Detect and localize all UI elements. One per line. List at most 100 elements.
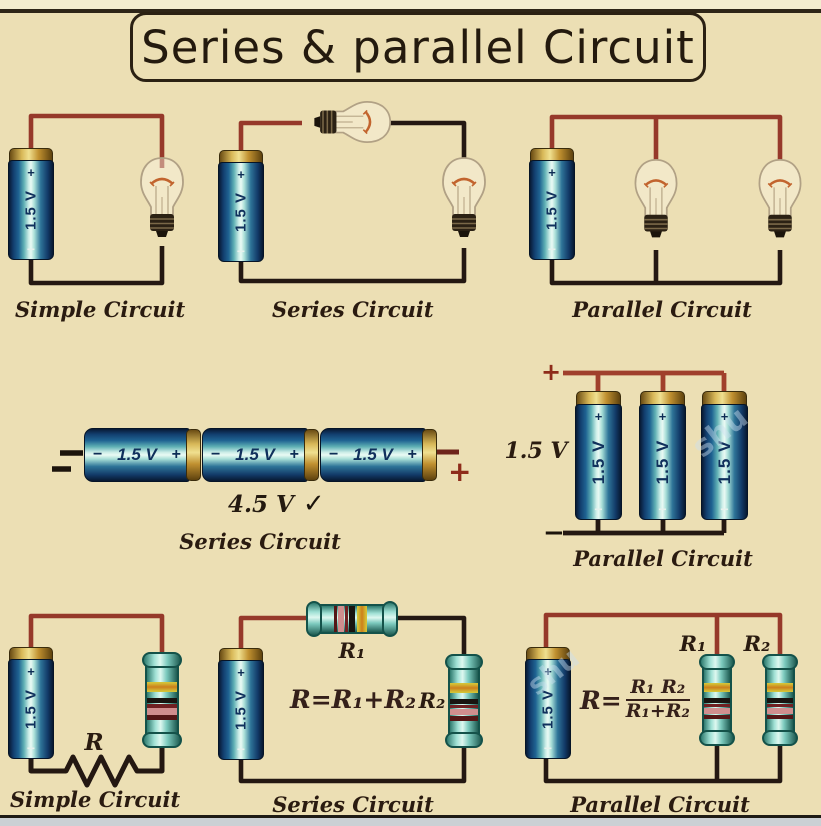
resistor-band [704, 714, 730, 720]
battery-voltage-label: 1.5 V [235, 445, 275, 464]
top-strip [0, 0, 821, 9]
battery: + 1.5 V − [218, 150, 264, 262]
resistor-band [704, 703, 730, 708]
series-resistance-formula: R=R₁+R₂ [289, 685, 417, 714]
battery-plus-label: + [171, 446, 181, 463]
resistor-band [338, 606, 345, 632]
resistor-band [450, 705, 478, 709]
battery: + 1.5 V − [8, 647, 54, 759]
result-voltage: 4.5 V ✓ [228, 489, 325, 519]
battery-minus-label: − [211, 446, 221, 463]
resistor-band [344, 606, 349, 632]
resistor-band [147, 704, 177, 708]
check-mark-icon: ✓ [302, 489, 325, 519]
battery-body: + 1.5 V − [218, 660, 264, 760]
r1-label: R₁ [679, 631, 707, 656]
battery-minus-label: − [543, 740, 553, 756]
resistor [142, 652, 182, 748]
resistor-band [147, 697, 177, 704]
cell-label-parallel-bulb: Parallel Circuit [572, 297, 752, 322]
resistor-cap [142, 732, 182, 748]
battery-body: − 1.5 V + [84, 428, 190, 482]
resistor-band [767, 698, 793, 704]
formula-denominator: R₁+R₂ [625, 700, 690, 723]
resistor-band [767, 682, 793, 693]
resistor [445, 654, 483, 748]
battery: + 1.5 V − [529, 148, 575, 260]
battery-minus-label: − [547, 241, 557, 257]
resistor-cap [142, 652, 182, 668]
resistor-band [450, 709, 478, 716]
battery-body: + 1.5 V − [525, 659, 571, 759]
cell-label-simple-resistor: Simple Circuit [10, 787, 181, 812]
resistor-band [450, 683, 478, 693]
battery-minus-label: − [236, 243, 246, 259]
battery-body: + 1.5 V − [701, 404, 748, 520]
battery-voltage-label: 1.5 V [22, 688, 40, 730]
resistor-cap [382, 601, 398, 637]
battery-plus-label: + [27, 664, 35, 679]
battery-minus-label: − [93, 446, 103, 463]
resistor-body [145, 663, 179, 737]
battery: − 1.5 V + [320, 428, 437, 482]
resistor-band [767, 707, 793, 714]
resistor-band [333, 606, 338, 632]
battery-plus-label: + [594, 409, 603, 424]
battery-minus-label: − [26, 740, 36, 756]
battery-body: + 1.5 V − [529, 160, 575, 260]
resistor-band [349, 606, 355, 632]
resistor-band [147, 715, 177, 721]
resistor-cap [762, 654, 798, 670]
fraction-bar [625, 698, 690, 702]
battery-body: + 1.5 V − [8, 659, 54, 759]
resistor-body [448, 665, 480, 737]
light-bulb [299, 90, 395, 154]
battery: + 1.5 V − [575, 391, 622, 520]
battery-cap [186, 429, 201, 481]
bottom-strip [0, 818, 821, 826]
battery-voltage-label: 1.5 V [22, 189, 40, 231]
cell-label-series-bulb: Series Circuit [272, 297, 434, 322]
battery-voltage-label: 1.5 V [232, 191, 250, 233]
resistor-band [767, 714, 793, 720]
resistor-band [704, 698, 730, 704]
battery-voltage-label: 1.5 V [117, 445, 157, 464]
cell-label-parallel-battery: Parallel Circuit [573, 546, 753, 571]
battery-body: + 1.5 V − [218, 162, 264, 262]
battery-voltage-label: 1.5 V [232, 689, 250, 731]
light-bulb [432, 153, 496, 253]
battery-body: − 1.5 V + [320, 428, 426, 482]
battery-plus-label: + [544, 664, 552, 679]
resistor-band [147, 708, 177, 715]
resistor-cap [445, 732, 483, 748]
resistor-band [450, 698, 478, 705]
resistor-symbol-label: R [84, 729, 104, 756]
battery: + 1.5 V − [218, 648, 264, 760]
battery-voltage-label: 1.5 V [539, 688, 557, 730]
battery: + 1.5 V − [701, 391, 748, 520]
resistor-body [765, 665, 795, 735]
pack-minus-terminal-label: − [543, 518, 565, 548]
resistor-band [450, 715, 478, 721]
battery-body: + 1.5 V − [639, 404, 686, 520]
battery-minus-label: − [594, 501, 603, 517]
page-title: Series & parallel Circuit [141, 20, 695, 74]
formula-lhs: R= [580, 685, 622, 715]
pack-plus-terminal-label: + [541, 358, 562, 386]
battery-plus-label: + [237, 665, 245, 680]
resistor-cap [445, 654, 483, 670]
battery: − 1.5 V + [202, 428, 319, 482]
battery-body: + 1.5 V − [8, 160, 54, 260]
result-voltage-value: 4.5 V [228, 490, 294, 518]
battery: − 1.5 V + [84, 428, 201, 482]
battery-cap [422, 429, 437, 481]
resistor-cap [762, 730, 798, 746]
resistor-cap [306, 601, 322, 637]
resistor-band [357, 606, 367, 632]
battery-minus-label: − [329, 446, 339, 463]
parallel-resistance-formula: R= R₁ R₂ R₁+R₂ [580, 677, 690, 723]
battery-plus-label: + [548, 165, 556, 180]
resistor [699, 654, 735, 746]
battery-cap [304, 429, 319, 481]
